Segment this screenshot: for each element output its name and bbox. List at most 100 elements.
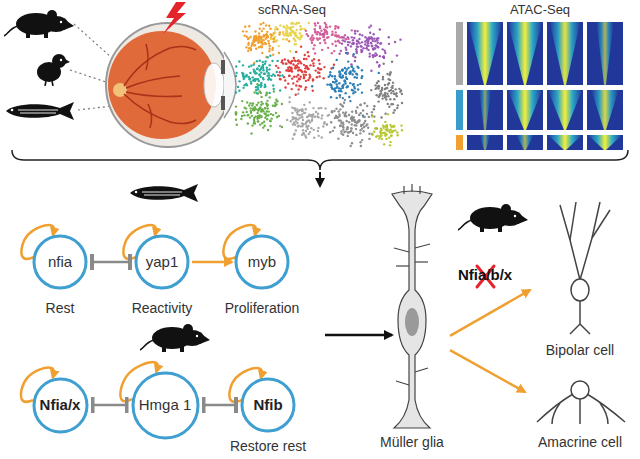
cell-dot [294,60,296,62]
cell-dot [283,34,285,36]
blood-vessels [124,44,196,128]
cell-dot [250,112,252,114]
cell-dot [254,30,256,32]
cell-dot [341,69,343,71]
cell-dot [263,124,265,126]
cell-dot [326,123,328,125]
cell-dot [305,74,307,76]
cell-dot [267,72,269,74]
cell-dot [244,26,246,28]
cell-dot [255,89,257,91]
cell-dot [255,48,257,50]
cell-dot [386,73,388,75]
cell-dot [334,87,336,89]
heatmap-signal [480,135,490,150]
cell-dot [272,88,274,90]
cell-dot [367,42,369,44]
cell-dot [384,88,386,90]
cell-dot [299,32,301,34]
cell-dot [279,24,281,26]
cell-dot [309,75,311,77]
cell-dot [382,63,384,65]
cell-dot [267,107,269,109]
cell-dot [301,109,303,111]
cell-dot [384,52,386,54]
cell-dot [283,26,285,28]
cell-dot [241,115,243,117]
cell-dot [370,42,372,44]
cell-dot [319,42,321,44]
cell-dot [260,36,262,38]
cell-dot [335,97,337,99]
cell-dot [259,28,261,30]
heatmap-signal [508,22,542,85]
cell-dot [250,107,252,109]
cell-dot [311,42,313,44]
retina [108,31,216,139]
cell-dot [252,108,254,110]
cell-dot [235,72,237,74]
cell-dot [371,45,373,47]
cell-dot [301,110,303,112]
cell-dot [296,80,298,82]
cell-dot [370,42,372,44]
cell-dot [266,118,268,120]
heatmap-panels [467,22,623,150]
cell-dot [339,124,341,126]
cell-dot [253,122,255,124]
cell-dot [359,33,361,35]
cell-dot [341,42,343,44]
cell-dot [304,135,306,137]
cell-dot [335,79,337,81]
cell-dot [297,125,299,127]
cell-dot [344,67,346,69]
cell-dot [359,83,361,85]
cell-dot [266,56,268,58]
cell-dot [351,89,353,91]
cell-dot [245,30,247,32]
cell-dot [386,93,388,95]
cell-dot [261,122,263,124]
gene-circle: yap1 [134,234,190,290]
cell-dot [306,125,308,127]
cell-dot [311,119,313,121]
cell-dot [324,29,326,31]
cell-dot [342,125,344,127]
cell-dot [252,102,254,104]
cell-dot [332,81,334,83]
cell-dot [287,69,289,71]
cell-dot [390,89,392,91]
dotted-line [78,106,112,110]
cell-dot [286,25,288,27]
cell-dot [388,106,390,108]
cell-dot [385,98,387,100]
cell-dot [259,84,261,86]
cell-dot [301,113,303,115]
cell-dot [343,101,345,103]
cell-dot [396,95,398,97]
cell-dot [247,114,249,116]
cell-dot [274,36,276,38]
cell-dot [286,119,288,121]
cell-dot [301,116,303,118]
cell-dot [354,60,356,62]
cell-dot [342,39,344,41]
cell-dot [350,65,352,67]
cell-dot [297,118,299,120]
cell-dot [368,116,370,118]
cell-dot [272,47,274,49]
cell-dot [361,69,363,71]
cell-dot [358,38,360,40]
cell-dot [276,71,278,73]
cell-dot [257,101,259,103]
circle-shape [34,236,86,288]
cell-dot [396,131,398,133]
cell-dot [258,46,260,48]
cell-dot [307,68,309,70]
cell-dot [347,131,349,133]
cell-dot [262,39,264,41]
cell-dot [374,127,376,129]
cell-dot [269,55,271,57]
cell-dot [351,29,353,31]
cell-dot [263,73,265,75]
